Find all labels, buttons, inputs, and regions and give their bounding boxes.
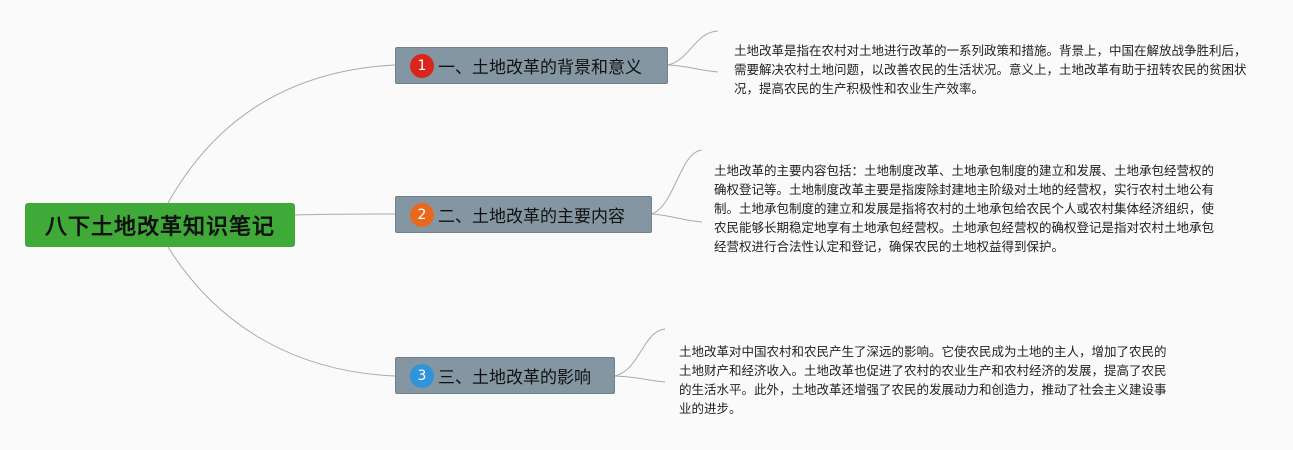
branch-topic-2[interactable]: 2 二、土地改革的主要内容 (395, 196, 652, 233)
branch-topic-1[interactable]: 1 一、土地改革的背景和意义 (395, 47, 668, 84)
branch-topic-2-label: 二、土地改革的主要内容 (438, 207, 625, 227)
number-badge-1: 1 (410, 53, 434, 78)
branch-2-note: 土地改革的主要内容包括：土地制度改革、土地承包制度的建立和发展、土地承包经营权的… (714, 163, 1215, 254)
branch-2-note-bracket (651, 149, 703, 223)
branch-3-note-bracket (614, 328, 666, 383)
root-to-branch-3-line (167, 246, 396, 377)
branch-topic-3[interactable]: 3 三、土地改革的影响 (395, 357, 615, 394)
branch-topic-1-label: 一、土地改革的背景和意义 (438, 58, 642, 78)
number-badge-2: 2 (410, 202, 434, 227)
number-badge-3: 3 (410, 363, 434, 388)
root-to-branch-1-line (167, 64, 396, 204)
branch-1-note-bracket (667, 30, 719, 73)
branch-1-note: 土地改革是指在农村对土地进行改革的一系列政策和措施。背景上，中国在解放战争胜利后… (734, 43, 1247, 96)
root-topic[interactable]: 八下土地改革知识笔记 (25, 203, 295, 247)
root-to-branch-2-line (294, 213, 396, 216)
branch-3-note: 土地改革对中国农村和农民产生了深远的影响。它使农民成为土地的主人，增加了农民的土… (679, 344, 1167, 416)
branch-topic-3-label: 三、土地改革的影响 (438, 368, 591, 388)
